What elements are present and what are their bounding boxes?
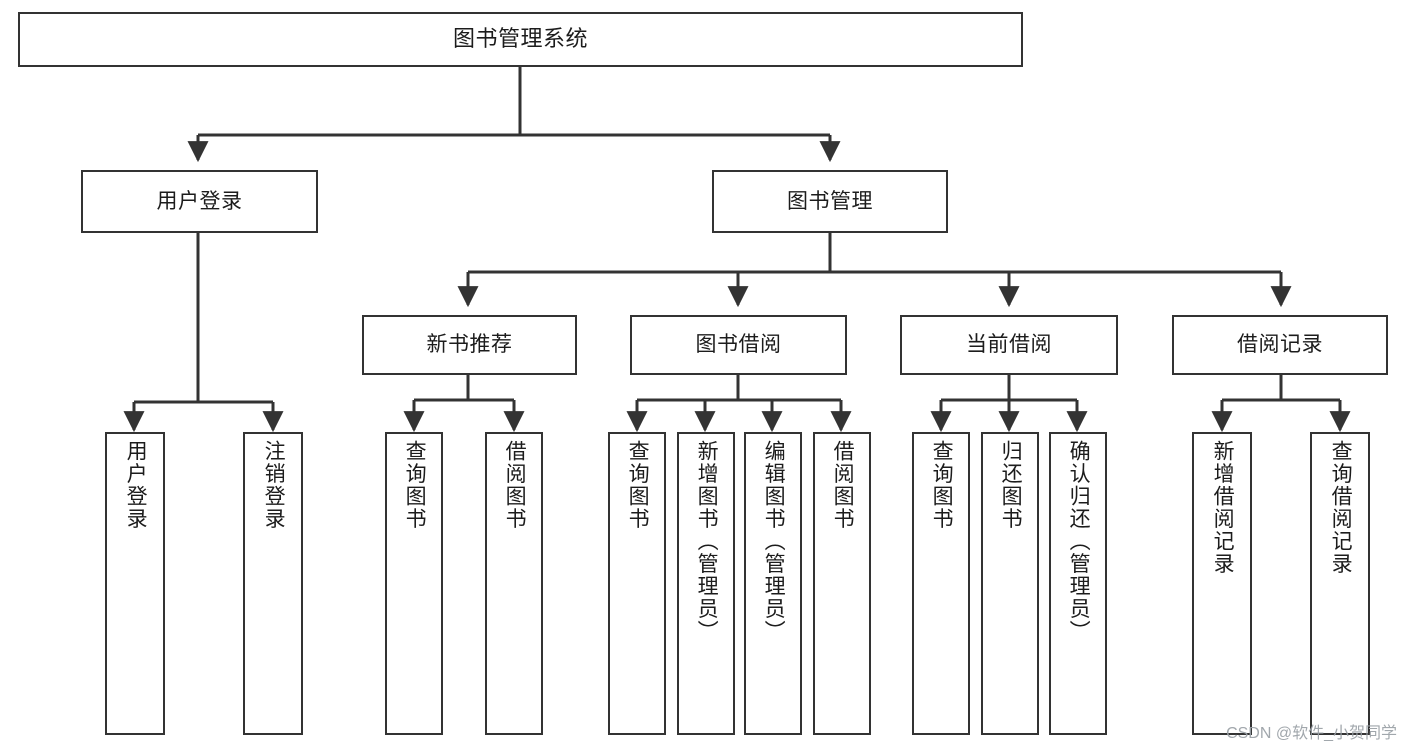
node-label: 查询图书 (403, 440, 427, 530)
node-label: 编辑图书（管理员） (762, 440, 786, 643)
leaf-current-borrow-query[interactable]: 查询图书 (912, 432, 970, 735)
leaf-borrow-record-add[interactable]: 新增借阅记录 (1192, 432, 1252, 735)
node-label: 确认归还（管理员） (1067, 440, 1091, 643)
node-label: 查询借阅记录 (1329, 440, 1353, 575)
node-label: 借阅图书 (831, 440, 855, 530)
node-label: 新增图书（管理员） (695, 440, 719, 643)
leaf-book-borrow-borrow[interactable]: 借阅图书 (813, 432, 871, 735)
leaf-borrow-record-query[interactable]: 查询借阅记录 (1310, 432, 1370, 735)
node-label: 用户登录 (124, 440, 148, 530)
leaf-current-borrow-return[interactable]: 归还图书 (981, 432, 1039, 735)
node-book-borrow[interactable]: 图书借阅 (630, 315, 847, 375)
node-borrow-record[interactable]: 借阅记录 (1172, 315, 1388, 375)
node-label: 借阅图书 (503, 440, 527, 530)
node-label: 用户登录 (156, 189, 243, 213)
node-label: 当前借阅 (966, 333, 1052, 357)
leaf-new-book-borrow[interactable]: 借阅图书 (485, 432, 543, 735)
leaf-current-borrow-confirm-return[interactable]: 确认归还（管理员） (1049, 432, 1107, 735)
leaf-book-borrow-edit[interactable]: 编辑图书（管理员） (744, 432, 802, 735)
node-label: 归还图书 (999, 440, 1023, 530)
leaf-user-login-logout[interactable]: 注销登录 (243, 432, 303, 735)
node-label: 新书推荐 (426, 333, 513, 357)
node-label: 注销登录 (262, 440, 286, 530)
node-label: 查询图书 (626, 440, 650, 530)
node-label: 图书管理 (787, 189, 873, 213)
node-label: 新增借阅记录 (1211, 440, 1235, 575)
leaf-new-book-query[interactable]: 查询图书 (385, 432, 443, 735)
node-label: 图书借阅 (695, 333, 782, 357)
leaf-book-borrow-add[interactable]: 新增图书（管理员） (677, 432, 735, 735)
node-root-system[interactable]: 图书管理系统 (18, 12, 1023, 67)
leaf-user-login-login[interactable]: 用户登录 (105, 432, 165, 735)
node-user-login[interactable]: 用户登录 (81, 170, 318, 233)
node-label: 借阅记录 (1237, 333, 1323, 357)
node-label: 查询图书 (930, 440, 954, 530)
watermark-text: CSDN @软件_小贺同学 (1226, 725, 1397, 742)
node-book-management[interactable]: 图书管理 (712, 170, 948, 233)
node-label: 图书管理系统 (452, 26, 588, 52)
leaf-book-borrow-query[interactable]: 查询图书 (608, 432, 666, 735)
node-current-borrow[interactable]: 当前借阅 (900, 315, 1118, 375)
node-new-book-recommend[interactable]: 新书推荐 (362, 315, 577, 375)
